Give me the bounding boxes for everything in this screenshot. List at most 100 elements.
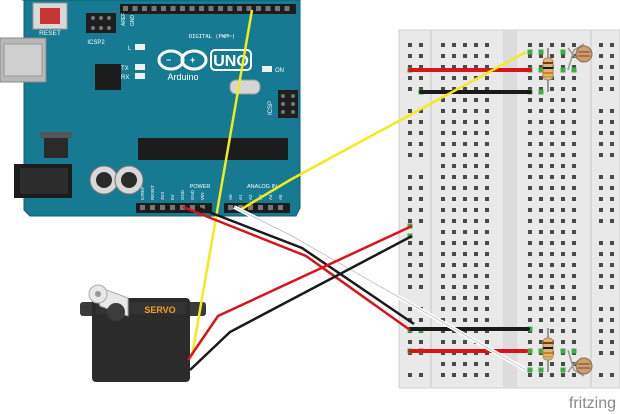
breadboard-hole [419, 76, 423, 80]
breadboard-hole [474, 197, 478, 201]
breadboard-hole [539, 65, 543, 69]
breadboard-hole [441, 175, 445, 179]
breadboard-hole [474, 142, 478, 146]
breadboard-hole [599, 197, 603, 201]
breadboard-hole [599, 43, 603, 47]
breadboard-hole [408, 219, 412, 223]
breadboard-hole [561, 87, 565, 91]
breadboard-hole [408, 54, 412, 58]
breadboard-hole [561, 219, 565, 223]
breadboard-hole [408, 307, 412, 311]
crystal [229, 79, 261, 95]
header-pin [142, 6, 147, 11]
breadboard-hole [441, 98, 445, 102]
breadboard-hole [550, 175, 554, 179]
breadboard-hole [463, 164, 467, 168]
breadboard-hole [561, 362, 565, 366]
breadboard-hole [485, 197, 489, 201]
breadboard-hole [485, 252, 489, 256]
header-pin [256, 6, 261, 11]
breadboard-hole [419, 318, 423, 322]
breadboard-hole [452, 76, 456, 80]
breadboard-hole [572, 175, 576, 179]
breadboard-hole [485, 241, 489, 245]
breadboard-hole [485, 54, 489, 58]
breadboard-hole [539, 120, 543, 124]
breadboard-hole [419, 197, 423, 201]
breadboard-hole [528, 142, 532, 146]
analog-pin-label: A1 [238, 194, 243, 200]
breadboard-hole [561, 164, 565, 168]
power-pin-label: RESET [150, 185, 155, 200]
breadboard-hole [474, 164, 478, 168]
breadboard-hole [610, 153, 614, 157]
breadboard-hole [528, 131, 532, 135]
breadboard-hole [463, 252, 467, 256]
breadboard-hole [572, 98, 576, 102]
breadboard-hole [419, 87, 423, 91]
breadboard-hole [474, 54, 478, 58]
breadboard-hole [539, 329, 543, 333]
breadboard-hole [561, 241, 565, 245]
brand-label: Arduino [167, 72, 198, 82]
status-leds: L TX RX ON [121, 44, 284, 81]
breadboard-hole [452, 208, 456, 212]
connected-hole [560, 67, 566, 73]
breadboard-hole [610, 219, 614, 223]
breadboard-hole [528, 219, 532, 223]
breadboard-hole [463, 274, 467, 278]
breadboard-hole [561, 153, 565, 157]
breadboard-hole [463, 175, 467, 179]
breadboard-hole [474, 131, 478, 135]
breadboard-hole [561, 208, 565, 212]
breadboard-hole [561, 373, 565, 377]
aref-label: AREF [121, 13, 127, 26]
breadboard-hole [485, 76, 489, 80]
breadboard-hole [610, 274, 614, 278]
breadboard-hole [561, 142, 565, 146]
breadboard-hole [539, 109, 543, 113]
breadboard-hole [463, 65, 467, 69]
breadboard-hole [610, 131, 614, 135]
digital-label: DIGITAL (PWM~) [189, 34, 235, 40]
breadboard-hole [550, 296, 554, 300]
breadboard-hole [599, 120, 603, 124]
breadboard-hole [539, 263, 543, 267]
breadboard-hole [550, 307, 554, 311]
breadboard-hole [485, 109, 489, 113]
breadboard-hole [572, 373, 576, 377]
breadboard-hole [474, 285, 478, 289]
breadboard-center-channel [503, 30, 517, 388]
breadboard-hole [550, 98, 554, 102]
breadboard-hole [539, 164, 543, 168]
breadboard-hole [550, 164, 554, 168]
breadboard-hole [419, 219, 423, 223]
breadboard-hole [419, 175, 423, 179]
breadboard-hole [561, 186, 565, 190]
breadboard-hole [610, 307, 614, 311]
breadboard-hole [452, 142, 456, 146]
breadboard-hole [572, 43, 576, 47]
atmega-chip [138, 138, 288, 160]
breadboard-hole [463, 98, 467, 102]
wire-red-power [182, 205, 411, 332]
breadboard-hole [610, 318, 614, 322]
breadboard-hole [474, 219, 478, 223]
connected-hole [560, 367, 566, 373]
breadboard-hole [610, 109, 614, 113]
servo-motor: SERVO [80, 284, 206, 382]
arduino-logo: − + UNO Arduino [157, 49, 252, 82]
servo-label: SERVO [144, 305, 175, 315]
breadboard-hole [572, 340, 576, 344]
led-l-label: L [128, 46, 132, 52]
breadboard-hole [599, 318, 603, 322]
power-pin-label: 3V3 [160, 191, 165, 200]
breadboard-hole [485, 318, 489, 322]
breadboard-hole [408, 241, 412, 245]
breadboard-hole [463, 208, 467, 212]
breadboard-hole [474, 87, 478, 91]
breadboard-hole [485, 219, 489, 223]
breadboard-hole [550, 241, 554, 245]
breadboard-hole [599, 373, 603, 377]
breadboard-hole [463, 307, 467, 311]
